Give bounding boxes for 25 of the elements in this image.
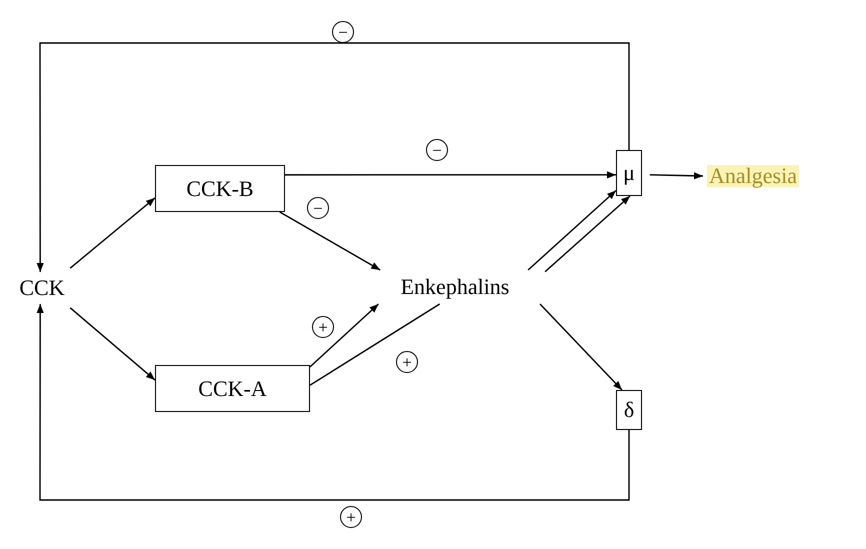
arrow <box>70 197 156 269</box>
edge-label: − <box>426 139 448 161</box>
edge-label: + <box>340 506 362 528</box>
arrow <box>540 304 622 390</box>
node-label: CCK <box>19 277 65 299</box>
arrow <box>36 42 630 272</box>
node-label: Analgesia <box>707 165 799 187</box>
arrow <box>544 195 630 272</box>
arrow <box>70 307 156 381</box>
connector-line <box>310 303 440 386</box>
process-box: CCK-B <box>155 165 285 212</box>
arrow <box>650 172 704 180</box>
edge-label: − <box>332 21 354 43</box>
process-box: CCK-A <box>155 365 310 412</box>
arrow <box>310 303 379 368</box>
arrow <box>285 171 616 178</box>
process-box: μ <box>616 150 642 196</box>
arrow <box>528 190 616 271</box>
edge-label: + <box>396 351 418 373</box>
arrow <box>279 211 381 271</box>
arrow <box>36 304 630 501</box>
edge-label: + <box>312 316 334 338</box>
node-label: Enkephalins <box>400 276 510 298</box>
process-box: δ <box>616 390 642 430</box>
edge-label: − <box>307 197 329 219</box>
